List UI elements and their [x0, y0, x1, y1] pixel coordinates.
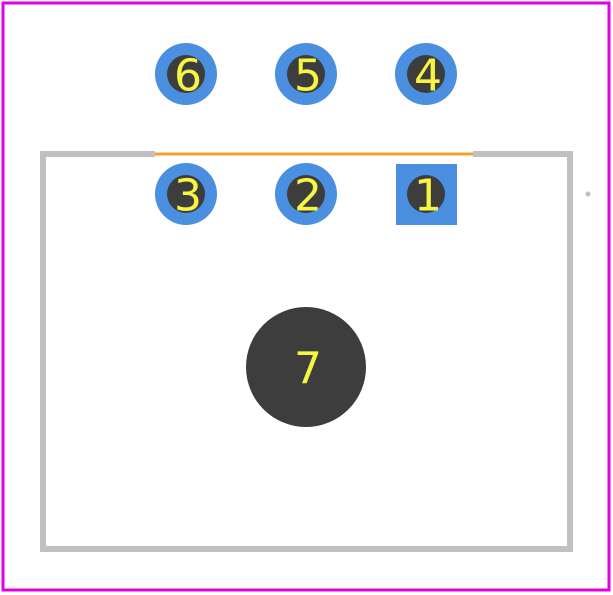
pad-4: 4: [395, 43, 457, 105]
pad-number: 3: [174, 171, 202, 222]
pad-number: 4: [414, 51, 442, 102]
pad-number: 2: [294, 171, 322, 222]
drill-hole: [407, 175, 445, 213]
pad-number: 5: [294, 51, 322, 102]
drill-hole: [287, 175, 325, 213]
pad-3: 3: [155, 163, 217, 225]
mounting-hole: [246, 307, 366, 427]
drill-hole: [167, 55, 205, 93]
silkscreen-outline: [40, 151, 573, 552]
drill-hole: [287, 55, 325, 93]
pad-6: 6: [155, 43, 217, 105]
pin-one-marker: [585, 191, 591, 197]
pad-number: 7: [294, 344, 322, 395]
pad-7: 7: [246, 307, 366, 427]
pad-5: 5: [275, 43, 337, 105]
pad-number: 1: [414, 171, 442, 222]
drill-hole: [407, 55, 445, 93]
pad-1: 1: [396, 164, 457, 225]
pad-2: 2: [275, 163, 337, 225]
drill-hole: [167, 175, 205, 213]
pad-number: 6: [174, 51, 202, 102]
